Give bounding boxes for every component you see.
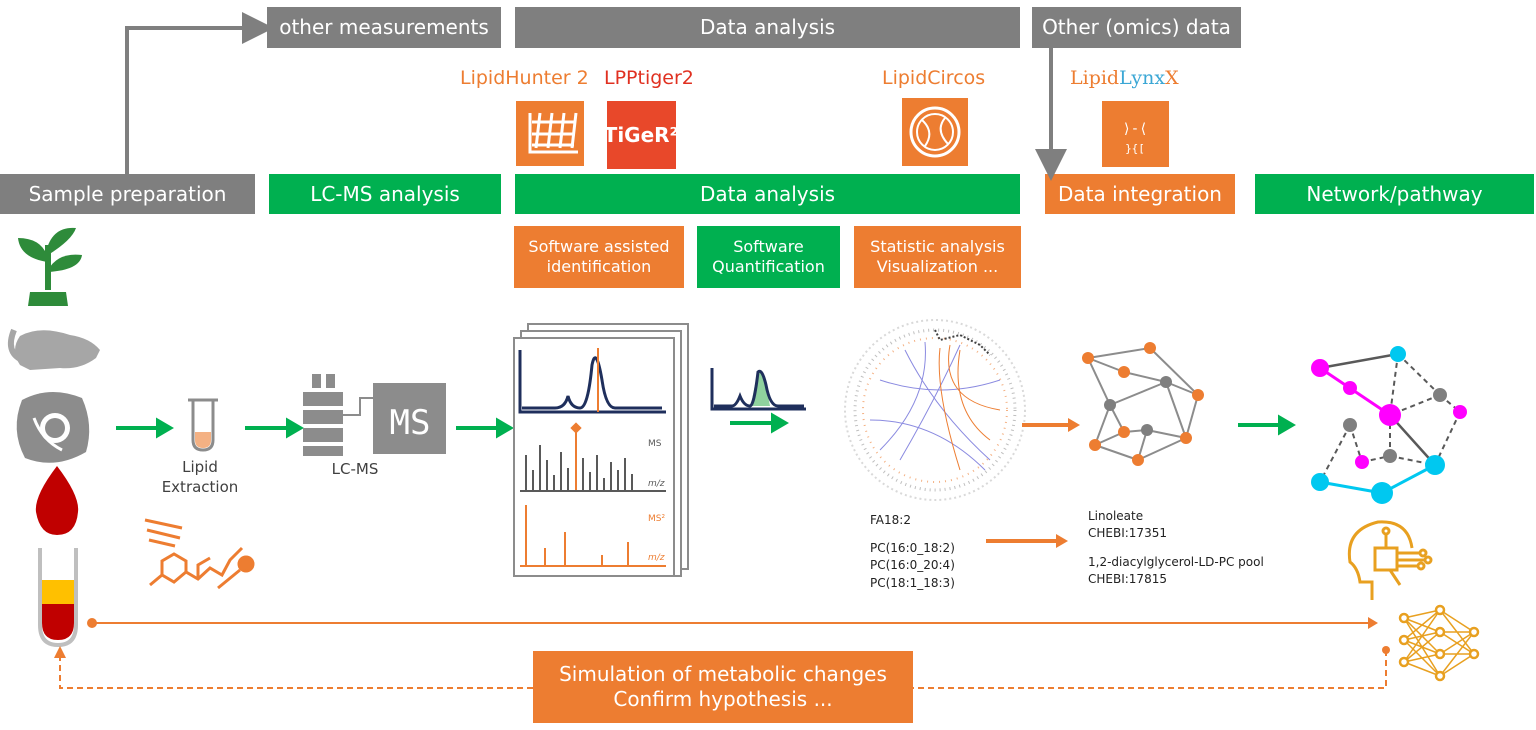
cell-icon bbox=[16, 391, 90, 463]
other-measurements-box: other measurements bbox=[267, 7, 501, 48]
pool-label: 1,2-diacylglycerol-LD-PC pool CHEBI:1781… bbox=[1088, 555, 1264, 587]
svg-text:MS: MS bbox=[648, 439, 662, 449]
circos-to-network-arrow bbox=[1022, 418, 1080, 432]
blood-drop-icon bbox=[35, 466, 79, 535]
lipidcircos-label: LipidCircos bbox=[882, 67, 986, 89]
peak-icon bbox=[710, 368, 806, 411]
lipid-molecule-icon bbox=[144, 518, 255, 590]
fa-label: FA18:2 bbox=[870, 513, 911, 527]
neural-net-icon bbox=[1398, 604, 1480, 682]
svg-text:}{[: }{[ bbox=[1125, 142, 1145, 155]
lipidlynx-label: LipidLynxX bbox=[1070, 67, 1179, 89]
sample-to-measurements-connector bbox=[125, 12, 274, 174]
test-tube-icon bbox=[188, 398, 218, 452]
svg-text:⟩-⟨: ⟩-⟨ bbox=[1122, 121, 1147, 137]
mouse-icon bbox=[7, 328, 100, 370]
plant-icon bbox=[18, 227, 82, 306]
lc-stack-icon bbox=[303, 374, 374, 456]
sample-preparation-box: Sample preparation bbox=[0, 174, 255, 214]
lpptiger-label: LPPtiger2 bbox=[604, 67, 694, 89]
spectra-pages-icon: MS m/z MS² m/z bbox=[513, 323, 689, 577]
lcms-analysis-box: LC-MS analysis bbox=[269, 174, 501, 214]
lcms-label: LC-MS bbox=[331, 460, 379, 478]
data-analysis-top-box: Data analysis bbox=[515, 7, 1020, 48]
lipidlynx-icon: ⟩-⟨ }{[ bbox=[1102, 101, 1169, 167]
svg-text:m/z: m/z bbox=[648, 479, 665, 489]
pc-list: PC(16:0_18:2) PC(16:0_20:4) PC(18:1_18:3… bbox=[870, 541, 955, 590]
pathway-network-icon bbox=[1311, 346, 1467, 504]
feedback-lines bbox=[54, 617, 1390, 689]
circos-plot-icon bbox=[844, 319, 1026, 501]
linoleate-label: Linoleate CHEBI:17351 bbox=[1088, 509, 1167, 541]
lipidcircos-icon bbox=[902, 98, 968, 166]
svg-text:TiGeR²: TiGeR² bbox=[604, 123, 679, 147]
svg-text:MS²: MS² bbox=[648, 514, 665, 524]
lipid-mapping-arrow bbox=[986, 534, 1068, 548]
data-integration-box: Data integration bbox=[1045, 174, 1235, 214]
network-icon bbox=[1082, 342, 1204, 466]
lpptiger-icon: TiGeR² bbox=[604, 101, 679, 169]
blood-tube-icon bbox=[38, 548, 78, 648]
green-arrows bbox=[116, 412, 1296, 439]
other-omics-box: Other (omics) data bbox=[1032, 7, 1241, 48]
ms-instrument-icon: MS bbox=[373, 383, 446, 454]
lipidhunter-icon bbox=[516, 101, 584, 166]
data-analysis-box: Data analysis bbox=[515, 174, 1020, 214]
lipidhunter-label: LipidHunter 2 bbox=[460, 67, 589, 89]
ai-head-icon bbox=[1347, 520, 1433, 600]
svg-text:m/z: m/z bbox=[648, 553, 665, 563]
network-pathway-box: Network/pathway bbox=[1255, 174, 1534, 214]
svg-text:MS: MS bbox=[390, 403, 431, 443]
